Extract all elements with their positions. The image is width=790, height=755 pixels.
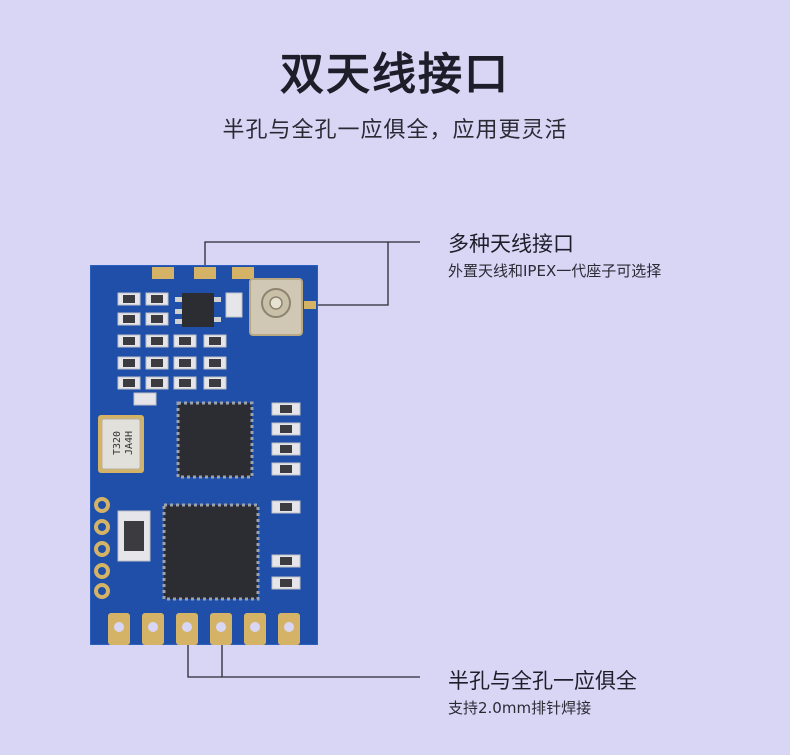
page-title: 双天线接口: [280, 49, 510, 100]
pin-callout-desc: 支持2.0mm排针焊接: [448, 699, 592, 717]
page-subtitle: 半孔与全孔一应俱全，应用更灵活: [222, 118, 568, 143]
top-pad-3: [232, 267, 254, 279]
side-through-holes: [94, 497, 110, 599]
bottom-half-holes: [108, 613, 300, 645]
antenna-callout-line: [204, 241, 420, 268]
antenna-callout-desc: 外置天线和IPEX一代座子可选择: [448, 262, 662, 280]
pin-callout-title: 半孔与全孔一应俱全: [448, 669, 637, 693]
top-pad-1: [152, 267, 174, 279]
crystal-marking-1: T320: [112, 431, 123, 455]
main-chip-2: [162, 503, 260, 601]
small-ic: [182, 293, 214, 327]
rf-module-image: T320 JA4H: [89, 264, 319, 646]
antenna-callout-title: 多种天线接口: [448, 232, 574, 256]
crystal-marking-2: JA4H: [124, 431, 135, 455]
ipex-callout-line: [318, 242, 389, 306]
main-chip-1: [176, 401, 254, 479]
pin-callout-line: [187, 645, 420, 678]
top-pad-2: [194, 267, 216, 279]
